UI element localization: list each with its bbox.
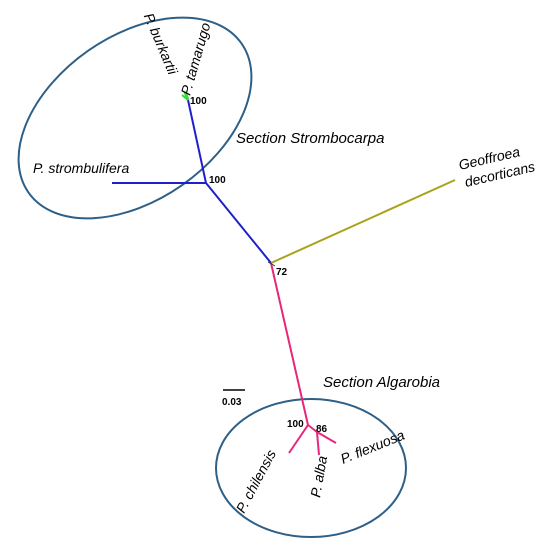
- tamarugo-stem-branch: [187, 99, 207, 184]
- root-to-strombocarpa-branch: [205, 182, 272, 264]
- support-alba-flexuosa-node: 86: [316, 424, 328, 435]
- flexuosa-branch: [316, 431, 337, 444]
- support-algarobia-node: 100: [287, 419, 304, 430]
- taxon-burkartii-label: P. burkartii: [141, 11, 182, 78]
- root-node-tick: [267, 261, 276, 267]
- taxon-chilensis-label: P. chilensis: [233, 447, 280, 515]
- strombocarpa-clade-ellipse: [17, 16, 253, 220]
- support-strombocarpa-node: 100: [209, 175, 226, 186]
- taxon-alba-label: P. alba: [307, 454, 330, 498]
- algarobia-inner-branch: [307, 424, 318, 433]
- section-algarobia-label: Section Algarobia: [323, 374, 440, 391]
- chilensis-branch: [288, 424, 309, 454]
- taxon-tamarugo-label: P. tamarugo: [178, 21, 214, 97]
- support-tamarugo-node: 100: [190, 96, 207, 107]
- scale-bar-label: 0.03: [222, 397, 242, 408]
- taxon-strombulifera-label: P. strombulifera: [33, 160, 129, 176]
- root-to-algarobia-branch: [270, 262, 309, 426]
- geoffroea-branch: [270, 179, 456, 264]
- support-root-node: 72: [276, 267, 288, 278]
- algarobia-branches: [270, 262, 337, 456]
- section-strombocarpa-label: Section Strombocarpa: [236, 130, 384, 147]
- algarobia-clade-ellipse: [215, 398, 407, 538]
- taxon-flexuosa-label: P. flexuosa: [338, 427, 407, 467]
- burkartii-tip-branch: [181, 94, 189, 101]
- alba-branch: [316, 431, 320, 456]
- strombocarpa-branches: [112, 99, 272, 264]
